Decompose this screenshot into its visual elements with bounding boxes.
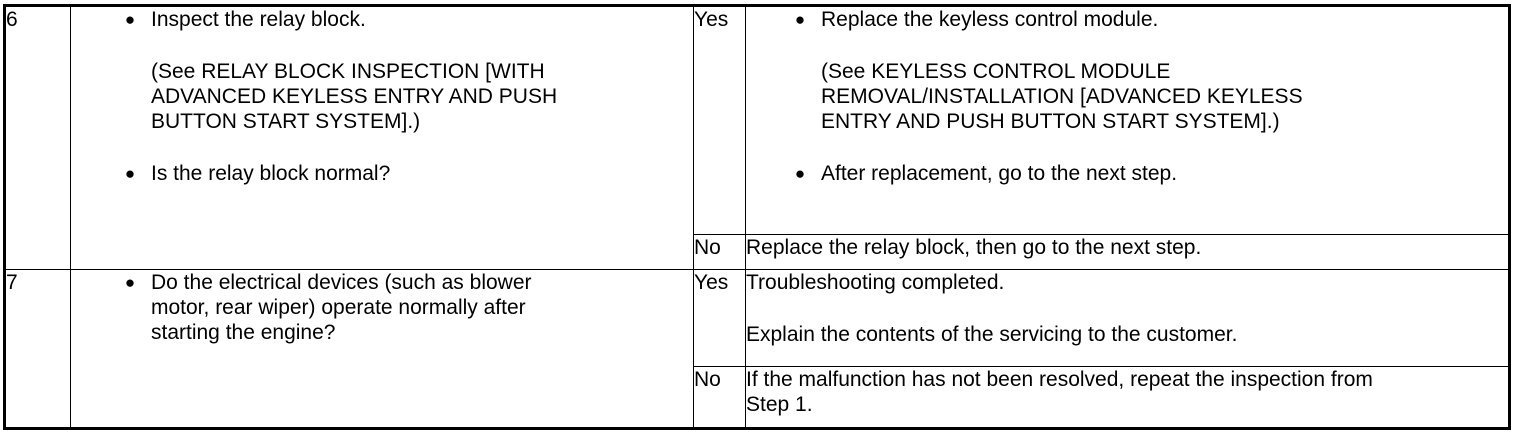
table-row-step-7: 7 ● Do the electrical devices (such as b…: [4, 268, 1510, 430]
bullet-icon: ●: [124, 164, 136, 183]
reference-line: ADVANCED KEYLESS ENTRY AND PUSH: [151, 85, 558, 108]
bullet-icon: ●: [794, 164, 806, 183]
reference-line: REMOVAL/INSTALLATION [ADVANCED KEYLESS: [821, 85, 1303, 108]
result-text: Troubleshooting completed.: [746, 270, 1005, 294]
table-row-step-6-no: No Replace the relay block, then go to t…: [5, 233, 1510, 270]
question-line: Do the electrical devices (such as blowe…: [151, 270, 532, 294]
action-bullet: ● Inspect the relay block.: [109, 7, 693, 32]
step-number: 6: [6, 8, 18, 31]
table-row-step-6: 6 ● Inspect the relay block. (See RELAY …: [4, 5, 1510, 270]
question-line: motor, rear wiper) operate normally afte…: [151, 295, 526, 319]
result-line: Step 1.: [746, 392, 813, 416]
result-text: After replacement, go to the next step.: [821, 162, 1178, 185]
question-line: starting the engine?: [151, 320, 336, 344]
action-cell: ● Inspect the relay block. (See RELAY BL…: [70, 5, 694, 270]
yes-label: Yes: [694, 8, 729, 31]
yes-label: Yes: [694, 270, 729, 294]
no-label-cell: No: [693, 365, 746, 430]
troubleshooting-table: 6 ● Inspect the relay block. (See RELAY …: [3, 4, 1511, 430]
reference-line: (See KEYLESS CONTROL MODULE: [821, 60, 1171, 83]
reference-text: (See RELAY BLOCK INSPECTION [WITH ADVANC…: [109, 59, 693, 134]
no-result-cell: If the malfunction has not been resolved…: [745, 365, 1510, 430]
reference-line: BUTTON START SYSTEM].): [151, 110, 421, 133]
no-label: No: [694, 367, 721, 391]
bullet-icon: ●: [124, 272, 136, 292]
yes-result-cell: ● Replace the keyless control module. (S…: [745, 5, 1510, 235]
result-line: If the malfunction has not been resolved…: [746, 367, 1373, 391]
reference-line: (See RELAY BLOCK INSPECTION [WITH: [151, 60, 545, 83]
result-bullet: ● After replacement, go to the next step…: [779, 161, 1508, 186]
action-bullet: ● Do the electrical devices (such as blo…: [109, 270, 693, 345]
no-label-cell: No: [693, 233, 746, 270]
bullet-icon: ●: [124, 10, 136, 29]
bullet-icon: ●: [794, 10, 806, 29]
result-text: Replace the keyless control module.: [821, 8, 1159, 31]
result-text: Explain the contents of the servicing to…: [746, 322, 1238, 346]
step-number-cell: 7: [4, 268, 71, 430]
action-cell: ● Do the electrical devices (such as blo…: [70, 268, 694, 430]
action-text: Inspect the relay block.: [151, 8, 366, 31]
reference-line: ENTRY AND PUSH BUTTON START SYSTEM].): [821, 110, 1280, 133]
question-text: Is the relay block normal?: [151, 162, 391, 185]
result-bullet: ● Replace the keyless control module.: [779, 7, 1508, 32]
step-number-cell: 6: [4, 5, 71, 270]
action-bullet: ● Is the relay block normal?: [109, 161, 693, 186]
yes-label-cell: Yes: [693, 5, 746, 235]
yes-label-cell: Yes: [693, 268, 746, 367]
yes-result-cell: Troubleshooting completed. Explain the c…: [745, 268, 1510, 367]
no-label: No: [694, 235, 721, 259]
result-text: Replace the relay block, then go to the …: [746, 235, 1202, 259]
reference-text: (See KEYLESS CONTROL MODULE REMOVAL/INST…: [779, 59, 1508, 134]
question-text: Do the electrical devices (such as blowe…: [151, 270, 693, 345]
no-result-cell: Replace the relay block, then go to the …: [745, 233, 1510, 270]
step-number: 7: [6, 270, 18, 294]
table-row-step-7-no: No If the malfunction has not been resol…: [5, 365, 1510, 430]
